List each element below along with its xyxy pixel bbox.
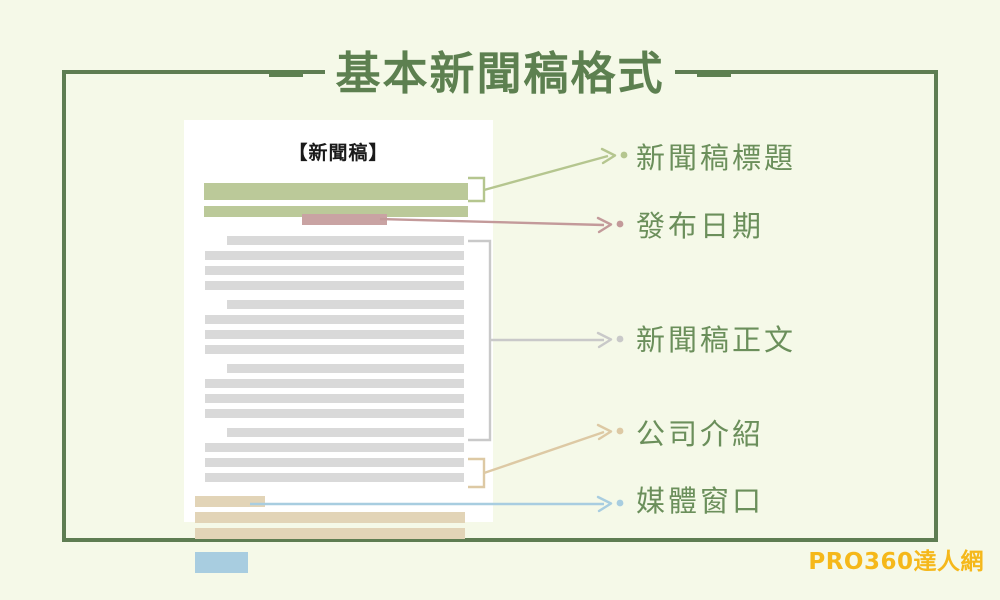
body-bar bbox=[205, 281, 464, 290]
body-bar bbox=[205, 266, 464, 275]
company-bar bbox=[195, 512, 465, 523]
body-bar bbox=[205, 315, 464, 324]
callout-label-title: 新聞稿標題 bbox=[636, 141, 797, 175]
callout-label-date: 發布日期 bbox=[636, 209, 765, 243]
document-heading: 【新聞稿】 bbox=[288, 142, 389, 164]
body-bar bbox=[205, 345, 464, 354]
body-bar bbox=[205, 409, 464, 418]
media-bar bbox=[195, 552, 248, 573]
press-release-document: 【新聞稿】 bbox=[184, 120, 493, 573]
callout-label-media: 媒體窗口 bbox=[636, 484, 765, 518]
callout-label-company: 公司介紹 bbox=[636, 417, 765, 451]
company-bar bbox=[195, 528, 465, 539]
body-bar bbox=[227, 300, 464, 309]
body-bar bbox=[205, 330, 464, 339]
body-bar bbox=[205, 473, 464, 482]
body-bar bbox=[205, 458, 464, 467]
callout-label-body: 新聞稿正文 bbox=[636, 323, 797, 357]
body-bar bbox=[205, 394, 464, 403]
body-bar bbox=[205, 443, 464, 452]
body-bar bbox=[227, 428, 464, 437]
body-bar bbox=[205, 251, 464, 260]
body-bar bbox=[227, 364, 464, 373]
body-bar bbox=[205, 379, 464, 388]
date-bar bbox=[302, 214, 387, 225]
watermark-logo: PRO360達人網 bbox=[808, 549, 984, 575]
title-bar bbox=[204, 183, 468, 200]
company-bar bbox=[195, 496, 265, 507]
title-bar bbox=[204, 206, 468, 217]
body-bar bbox=[227, 236, 464, 245]
